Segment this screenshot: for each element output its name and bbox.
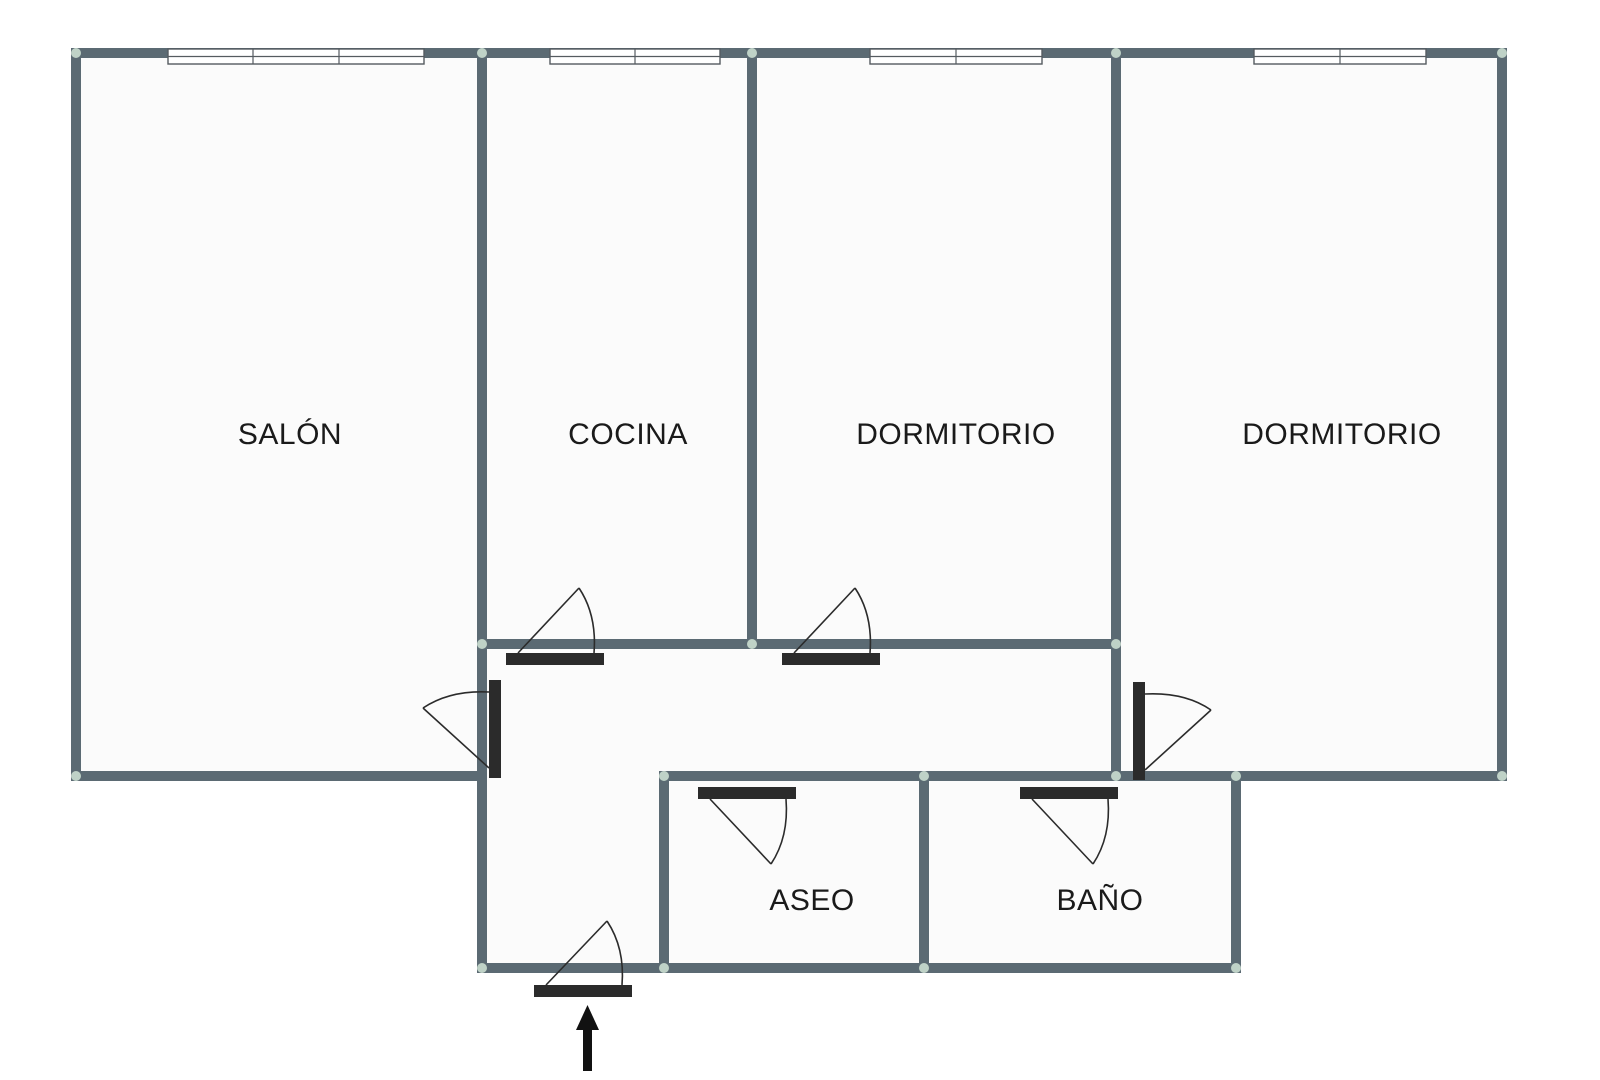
room-label-dormitorio-1: DORMITORIO bbox=[856, 418, 1055, 451]
wall-joint bbox=[1111, 48, 1121, 58]
window-dormitorio-1 bbox=[869, 48, 1043, 65]
wall-joints bbox=[71, 48, 1507, 973]
door-dormitorio-2 bbox=[1133, 682, 1212, 780]
room-label-aseo: ASEO bbox=[769, 884, 854, 917]
wall-joint bbox=[477, 639, 487, 649]
room-label-salon: SALÓN bbox=[238, 418, 342, 451]
room-label-cocina: COCINA bbox=[568, 418, 688, 451]
dormitorio-1-floor bbox=[756, 58, 1116, 644]
up-arrow-icon bbox=[576, 1005, 599, 1071]
room-labels: SALÓN COCINA DORMITORIO DORMITORIO ASEO … bbox=[238, 418, 1441, 917]
door-bano bbox=[1020, 787, 1118, 865]
door-entrance bbox=[534, 920, 632, 997]
salon-floor bbox=[80, 58, 482, 780]
bano-floor bbox=[928, 780, 1232, 970]
window-cocina bbox=[549, 48, 721, 65]
door-aseo bbox=[698, 787, 796, 865]
wall-joint bbox=[477, 963, 487, 973]
cocina-floor bbox=[486, 58, 752, 644]
walls bbox=[71, 48, 1507, 973]
wall-joint bbox=[659, 771, 669, 781]
wall-joint bbox=[71, 48, 81, 58]
door-dormitorio-1 bbox=[782, 587, 880, 665]
wall-joint bbox=[747, 48, 757, 58]
door-cocina bbox=[506, 587, 604, 665]
windows bbox=[167, 48, 1427, 65]
window-salon bbox=[167, 48, 425, 65]
wall-joint bbox=[1231, 963, 1241, 973]
doors bbox=[422, 587, 1212, 997]
wall-joint bbox=[919, 963, 929, 973]
wall-joint bbox=[1231, 771, 1241, 781]
aseo-floor bbox=[668, 780, 924, 970]
wall-joint bbox=[71, 771, 81, 781]
wall-joint bbox=[659, 963, 669, 973]
window-dormitorio-2 bbox=[1253, 48, 1427, 65]
door-salon bbox=[422, 680, 501, 778]
wall-joint bbox=[1111, 639, 1121, 649]
wall-joint bbox=[1497, 48, 1507, 58]
wall-joint bbox=[477, 48, 487, 58]
wall-joint bbox=[1111, 771, 1121, 781]
wall-joint bbox=[919, 771, 929, 781]
room-label-dormitorio-2: DORMITORIO bbox=[1242, 418, 1441, 451]
dormitorio-2-floor bbox=[1120, 58, 1498, 780]
room-floors bbox=[80, 58, 1498, 972]
wall-joint bbox=[747, 639, 757, 649]
wall-joint bbox=[1497, 771, 1507, 781]
room-label-bano: BAÑO bbox=[1056, 883, 1143, 917]
